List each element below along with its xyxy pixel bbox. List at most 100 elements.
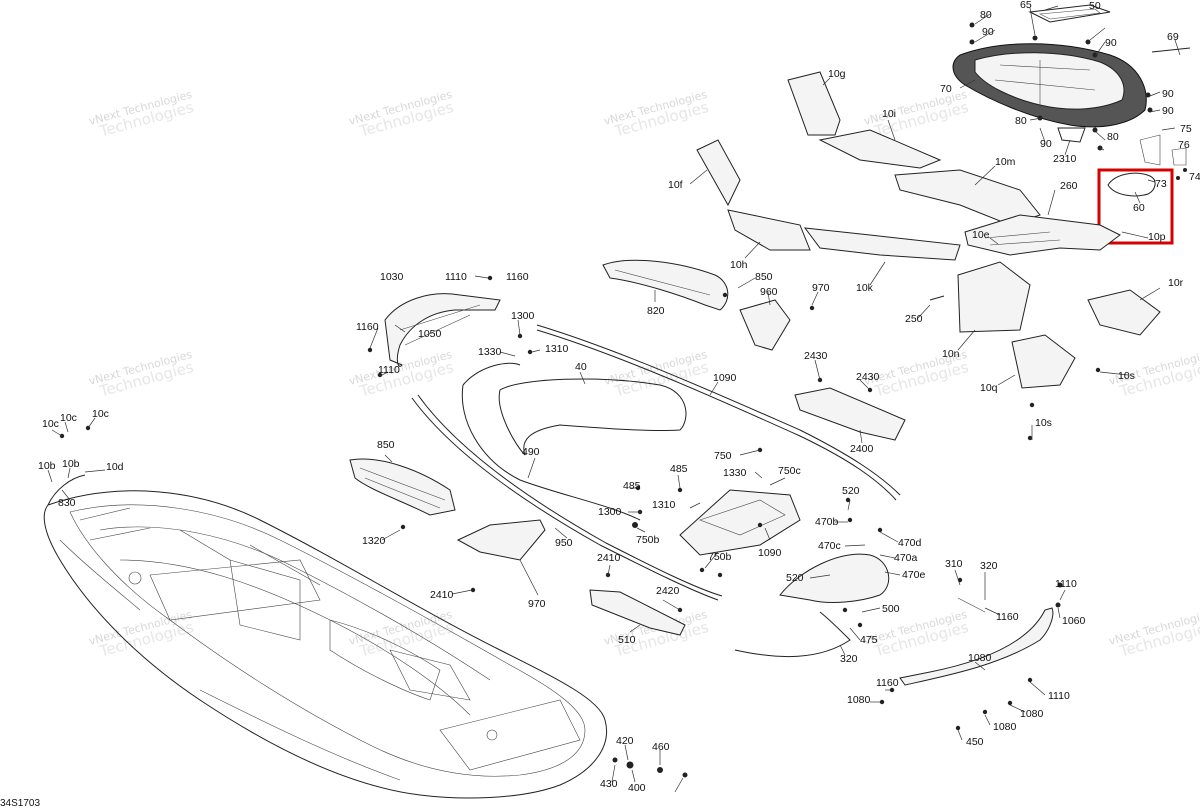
callout-label: 1090	[713, 372, 737, 384]
callout-label: 90	[982, 26, 994, 38]
callout-label: 10f	[668, 179, 683, 191]
callout-label: 750b	[636, 534, 660, 546]
callout-label: 320	[980, 560, 998, 572]
callout-label: 10p	[1148, 231, 1166, 243]
callout-label: 60	[1133, 202, 1145, 214]
watermark: vNext Technologies Technologies	[862, 608, 970, 661]
callout-label: 750b	[708, 551, 732, 563]
document-id: 34S1703	[0, 798, 40, 809]
callout-label: 320	[840, 653, 858, 665]
callout-label: 10g	[828, 68, 846, 80]
callout-label: 470c	[818, 540, 841, 552]
hull-assembly	[43, 490, 607, 799]
callout-label: 1330	[723, 467, 747, 479]
callout-label: 820	[647, 305, 665, 317]
callout-label: 69	[1167, 31, 1179, 43]
callout-label: 2430	[856, 371, 880, 383]
callout-label: 520	[786, 572, 804, 584]
callout-label: 750c	[778, 465, 801, 477]
callout-label: 450	[966, 736, 984, 748]
callout-label: 2410	[430, 589, 454, 601]
callout-label: 10m	[995, 156, 1016, 168]
callout-label: 10k	[856, 282, 874, 294]
callout-label: 1310	[545, 343, 569, 355]
callout-label: 970	[812, 282, 830, 294]
callout-label: 2410	[597, 552, 621, 564]
callout-label: 400	[628, 782, 646, 794]
watermark: vNext Technologies Technologies	[87, 348, 195, 401]
callout-label: 90	[1162, 88, 1174, 100]
callout-label: 1300	[598, 506, 622, 518]
callout-label: 500	[882, 603, 900, 615]
callout-label: 50	[1089, 0, 1101, 12]
callout-label: 950	[555, 537, 573, 549]
callout-label: 475	[860, 634, 878, 646]
callout-label: 1310	[652, 499, 676, 511]
callout-label: 470d	[898, 537, 922, 549]
callout-label: 470b	[815, 516, 839, 528]
fasteners	[59, 275, 1101, 778]
callout-label: 10r	[1168, 277, 1184, 289]
mid-components	[47, 259, 1054, 686]
callout-label: 90	[1105, 37, 1117, 49]
deck-mats	[696, 71, 1161, 389]
callout-label: 70	[940, 83, 952, 95]
callout-label: 10e	[972, 229, 990, 241]
callout-label: 65	[1020, 0, 1032, 11]
callout-label: 510	[618, 634, 636, 646]
callout-label: 1080	[968, 652, 992, 664]
callout-label: 1300	[511, 310, 535, 322]
callout-label: 750	[714, 450, 732, 462]
callout-label: 420	[616, 735, 634, 747]
callout-label: 520	[842, 485, 860, 497]
callout-label: 2400	[850, 443, 874, 455]
callout-label: 1160	[996, 611, 1019, 623]
callout-label: 73	[1155, 178, 1167, 190]
callout-label: 10q	[980, 382, 998, 394]
callout-label: 75	[1180, 123, 1192, 135]
callout-label: 10c	[92, 408, 109, 420]
watermark: vNext Technologies Technologies	[1107, 608, 1200, 661]
callout-label: 1030	[380, 271, 404, 283]
callout-label: 10i	[882, 108, 896, 120]
callouts: 50 65 80 90 90 69 70 90 90 75 76 74 80 9…	[38, 0, 1200, 794]
callout-label: 470a	[894, 552, 918, 564]
watermark: vNext Technologies Technologies	[347, 608, 455, 661]
callout-label: 1320	[362, 535, 386, 547]
callout-label: 1160	[876, 677, 899, 689]
callout-label: 960	[760, 286, 778, 298]
callout-label: 850	[755, 271, 773, 283]
callout-label: 1110	[1055, 578, 1077, 590]
watermark: vNext Technologies Technologies	[347, 88, 455, 141]
callout-label: 310	[945, 558, 963, 570]
callout-label: 250	[905, 313, 923, 325]
callout-label: 485	[670, 463, 688, 475]
watermark: vNext Technologies Technologies	[87, 608, 195, 661]
callout-label: 470e	[902, 569, 926, 581]
callout-label: 485	[623, 480, 641, 492]
callout-label: 80	[1107, 131, 1119, 143]
callout-label: 850	[377, 439, 395, 451]
hardware	[969, 22, 1187, 180]
callout-label: 80	[1015, 115, 1027, 127]
callout-label: 10s	[1035, 417, 1052, 429]
callout-label: 2420	[656, 585, 680, 597]
highlight-box	[1097, 168, 1174, 245]
callout-label: 1330	[478, 346, 502, 358]
callout-label: 460	[652, 741, 670, 753]
callout-label: 1050	[418, 328, 442, 340]
callout-label: 40	[575, 361, 587, 373]
callout-label: 90	[1040, 138, 1052, 150]
callout-label: 1090	[758, 547, 782, 559]
callout-label: 80	[980, 9, 992, 21]
callout-label: 1110	[445, 271, 467, 283]
watermark: vNext Technologies Technologies	[602, 348, 710, 401]
callout-label: 2310	[1053, 153, 1077, 165]
callout-label: 10c	[42, 418, 59, 430]
callout-label: 10d	[106, 461, 124, 473]
callout-label: 10s	[1118, 370, 1135, 382]
callout-label: 10b	[38, 460, 56, 472]
front-storage-assembly	[952, 4, 1191, 166]
callout-label: 1080	[847, 694, 871, 706]
